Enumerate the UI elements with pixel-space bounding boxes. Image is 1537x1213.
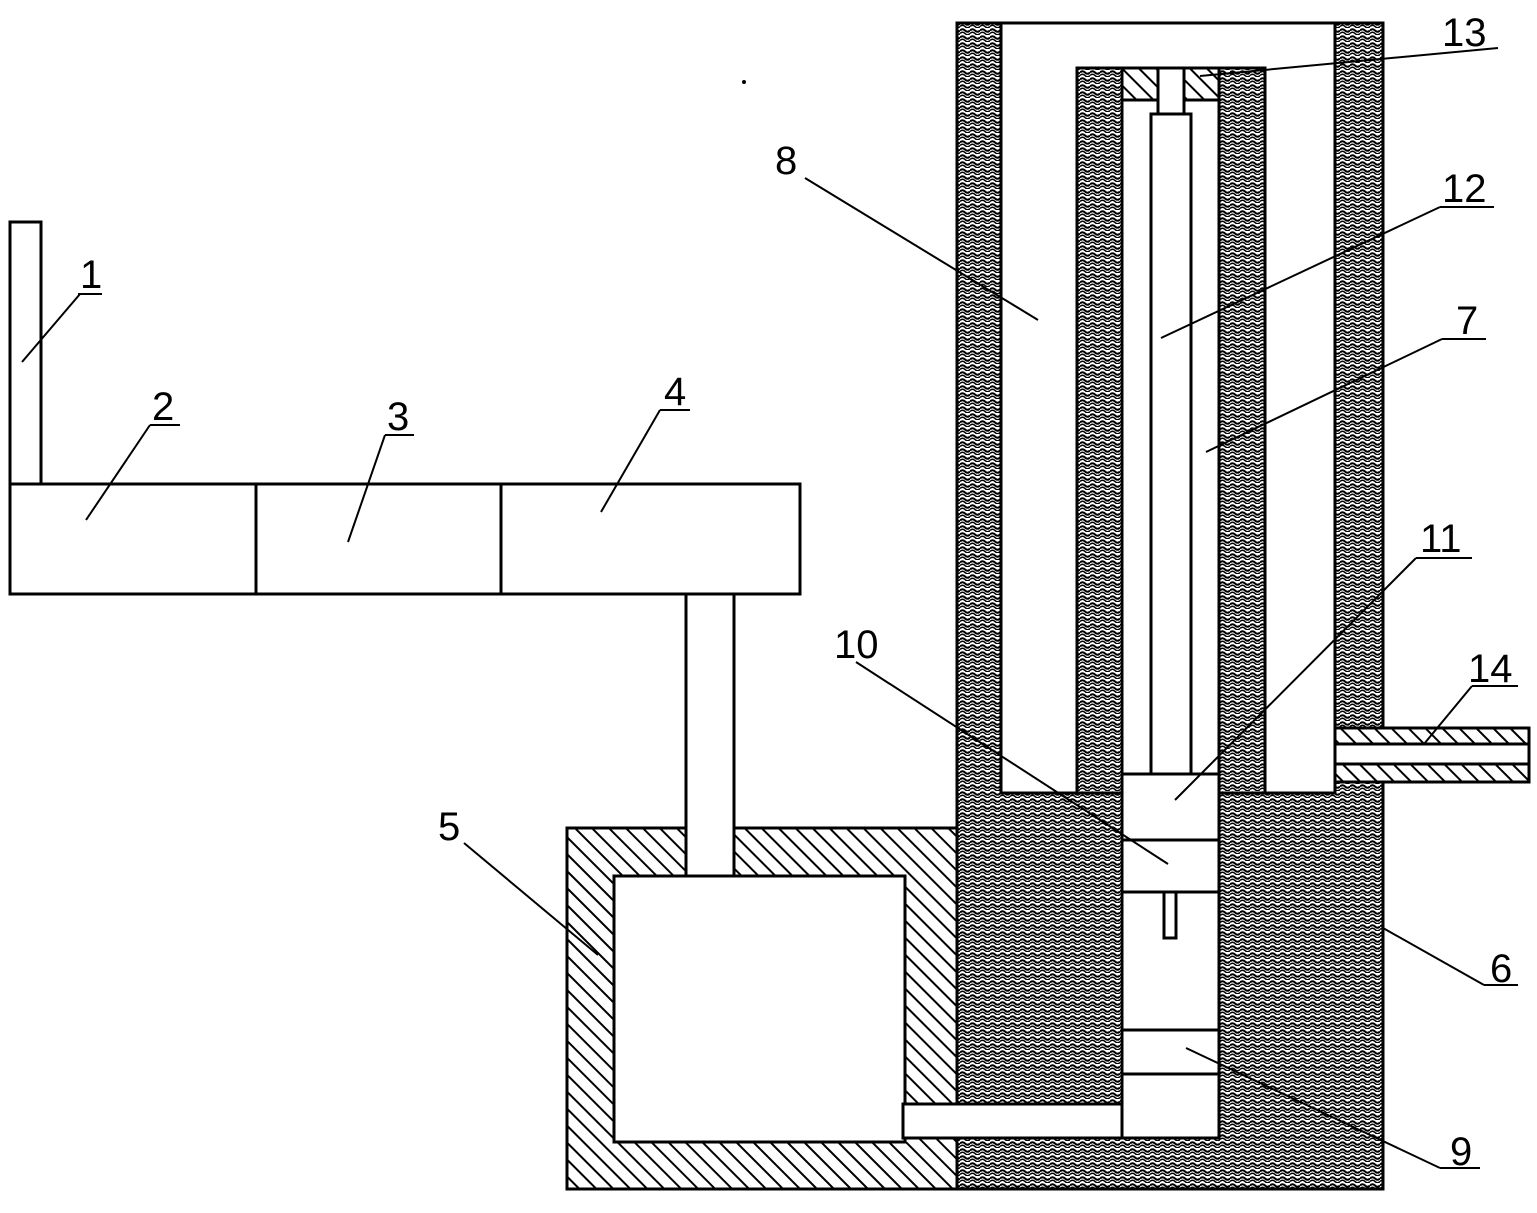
leader-5 — [463, 842, 599, 956]
part-14-pipe-bore — [1333, 742, 1531, 766]
part-10-block — [1120, 838, 1221, 894]
leader-13 — [1199, 47, 1499, 77]
leader-8 — [804, 177, 1039, 321]
part-14-pipe-top — [1333, 726, 1531, 746]
label-6: 6 — [1490, 947, 1512, 991]
label-5: 5 — [438, 805, 460, 849]
leader-2 — [85, 424, 151, 521]
part-10-pin — [1162, 890, 1178, 940]
part-11-piston — [1120, 772, 1221, 842]
part-5-inner-chamber — [612, 874, 907, 1144]
label-13: 13 — [1442, 11, 1487, 55]
label-4: 4 — [664, 370, 686, 414]
part-14-pipe-bottom — [1333, 762, 1531, 784]
leader-7 — [1205, 338, 1443, 453]
leader-1 — [21, 293, 81, 363]
part-13-opening — [1156, 66, 1186, 116]
part-12-rod — [1149, 112, 1193, 776]
label-14: 14 — [1468, 647, 1513, 691]
part-9-block — [1120, 1028, 1221, 1076]
label-1: 1 — [80, 253, 102, 297]
part-9-base — [1120, 1072, 1221, 1140]
part-3-block — [254, 482, 503, 596]
leader-14 — [1423, 685, 1473, 745]
part-2-block — [8, 482, 258, 596]
label-9: 9 — [1450, 1130, 1472, 1174]
label-10: 10 — [834, 623, 879, 667]
label-3: 3 — [387, 395, 409, 439]
bottom-channel — [901, 1102, 1124, 1140]
part-4-block — [499, 482, 802, 596]
label-11: 11 — [1420, 517, 1462, 561]
label-7: 7 — [1456, 299, 1478, 343]
leader-6 — [1382, 927, 1485, 986]
label-8: 8 — [775, 139, 797, 183]
connecting-pipe — [684, 592, 736, 878]
leader-4 — [600, 409, 661, 513]
leader-3 — [347, 434, 386, 543]
leader-10 — [855, 661, 1169, 865]
leader-9 — [1185, 1047, 1441, 1169]
leader-12 — [1160, 206, 1441, 339]
label-2: 2 — [152, 385, 174, 429]
part-1-plate — [8, 220, 43, 486]
leader-11 — [1174, 557, 1417, 801]
label-12: 12 — [1442, 167, 1487, 211]
stray-dot — [742, 80, 746, 84]
